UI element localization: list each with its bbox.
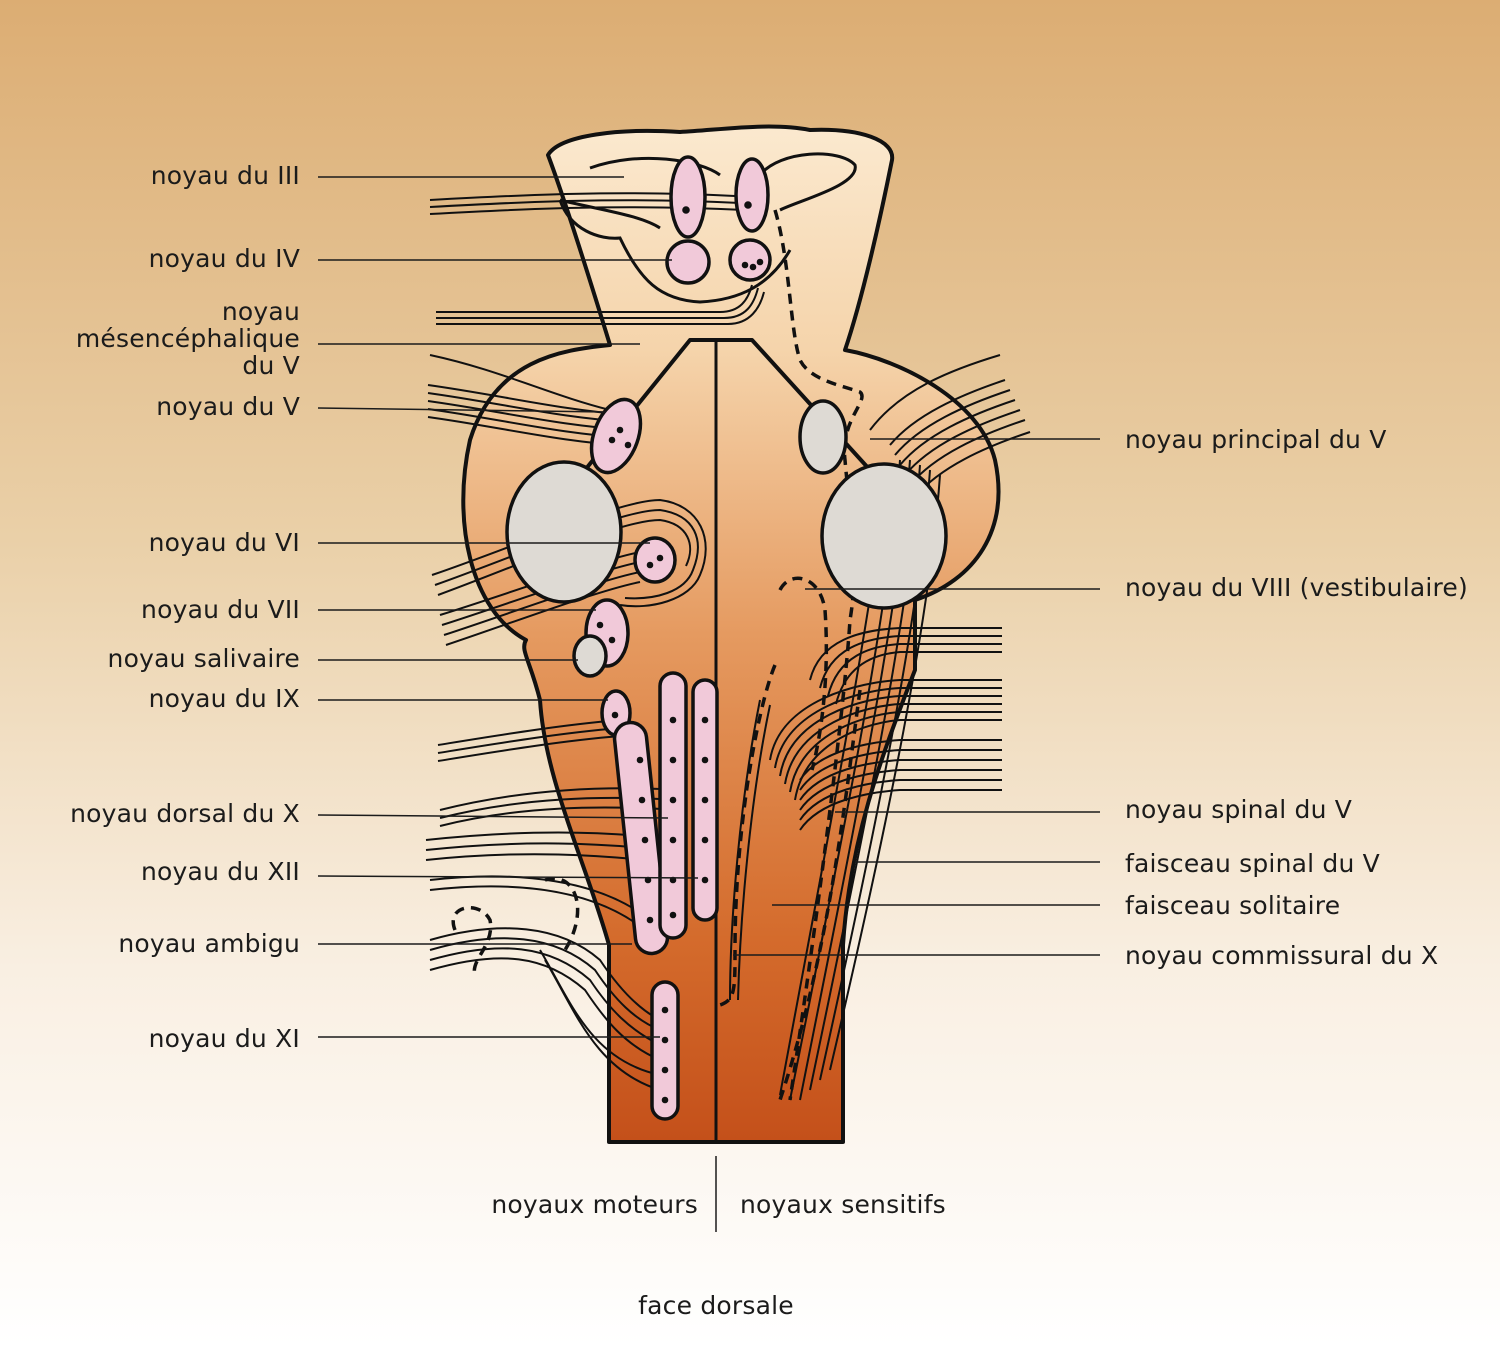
nucleus-iii-left <box>669 155 707 239</box>
nucleus-xi <box>650 980 680 1121</box>
nucleus-v-motor <box>589 397 643 475</box>
leader-lines-left <box>317 176 699 1038</box>
label-noyaux-moteurs: noyaux moteurs <box>491 1190 698 1219</box>
nucleus-iv-left <box>665 239 711 285</box>
label-noyau-du-iii: noyau du III <box>150 161 300 190</box>
label-noyau-du-iv: noyau du IV <box>148 244 300 273</box>
dashed-boundary-4 <box>778 689 862 1101</box>
label-noyau-ambigu: noyau ambigu <box>118 929 300 958</box>
label-noyau-du-v: noyau du V <box>156 392 300 421</box>
brainstem-outline <box>461 124 1001 1144</box>
nucleus-iv-right <box>728 238 772 282</box>
label-noyau-principal-du-v: noyau principal du V <box>1125 425 1387 454</box>
ambiguous-dashed-loop <box>451 876 580 976</box>
label-noyau-du-ix: noyau du IX <box>148 684 300 713</box>
nucleus-vi <box>633 536 677 584</box>
label-noyau-du-vi: noyau du VI <box>148 528 300 557</box>
label-noyau-du-viii: noyau du VIII (vestibulaire) <box>1125 573 1468 602</box>
leader-lines-right <box>733 438 1100 956</box>
nucleus-viii-left <box>505 460 623 604</box>
nucleus-salivaire <box>572 634 608 678</box>
fibers-lower-left <box>425 719 681 1091</box>
dashed-boundary-2 <box>719 664 777 1007</box>
nucleus-iii-right <box>734 157 770 233</box>
fibers-lower-right <box>769 627 1002 831</box>
mesencephalon-top <box>558 152 857 304</box>
label-noyau-du-xi: noyau du XI <box>148 1024 300 1053</box>
nucleus-dorsal-x <box>658 671 688 940</box>
label-noyau-dorsal-du-x: noyau dorsal du X <box>70 799 300 828</box>
label-noyaux-sensitifs: noyaux sensitifs <box>740 1190 946 1219</box>
label-faisceau-spinal-du-v: faisceau spinal du V <box>1125 849 1380 878</box>
label-noyau-mesencephalique-du-v: noyau mésencéphalique du V <box>75 297 300 380</box>
nucleus-principal-v <box>798 399 848 475</box>
nucleus-ambigu <box>612 720 670 956</box>
label-noyau-du-vii: noyau du VII <box>141 595 300 624</box>
dashed-boundary-1 <box>773 209 864 1101</box>
nucleus-viii-right <box>820 462 948 610</box>
caption-face-dorsale: face dorsale <box>638 1291 794 1320</box>
label-noyau-du-xii: noyau du XII <box>141 857 300 886</box>
label-noyau-salivaire: noyau salivaire <box>107 644 300 673</box>
label-faisceau-solitaire: faisceau solitaire <box>1125 891 1341 920</box>
label-noyau-spinal-du-v: noyau spinal du V <box>1125 795 1353 824</box>
solitary-fibers <box>729 699 771 1001</box>
label-noyau-commissural-du-x: noyau commissural du X <box>1125 941 1439 970</box>
dashed-boundary-3 <box>778 576 829 771</box>
neuron-ticks <box>596 201 764 1104</box>
